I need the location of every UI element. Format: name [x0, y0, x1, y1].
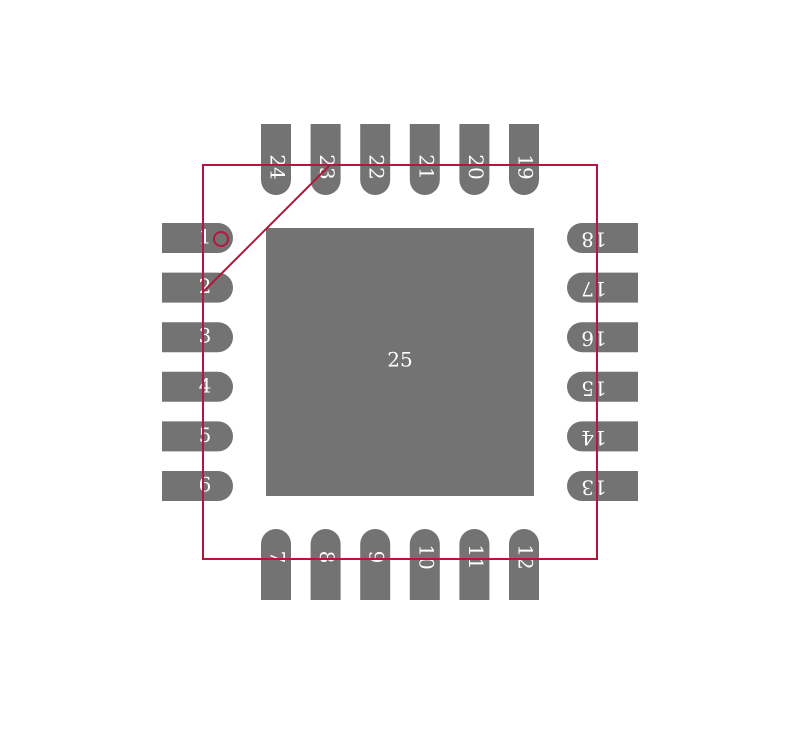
- thermal-pad-label: 25: [387, 348, 412, 372]
- pin-pad-24: [261, 124, 291, 195]
- pin-label-5: 5: [199, 423, 212, 447]
- pin-pad-17: [567, 272, 638, 303]
- pin-pad-16: [567, 322, 638, 353]
- pin-label-24: 24: [266, 154, 290, 179]
- pin-label-19: 19: [514, 154, 538, 179]
- pin-label-6: 6: [199, 473, 212, 497]
- pin-pad-7: [261, 529, 291, 600]
- pin-label-12: 12: [514, 544, 538, 569]
- pads-left-row: 1 2 3 4 5 6: [162, 223, 233, 501]
- pin-pad-18: [567, 223, 638, 253]
- pin-label-22: 22: [365, 154, 389, 179]
- pin-pad-1: [162, 223, 233, 253]
- pin-label-10: 10: [414, 544, 438, 569]
- pin-pad-8: [310, 529, 341, 600]
- pin-pad-20: [459, 124, 490, 196]
- body-outline: [202, 164, 598, 560]
- pin-pad-3: [162, 322, 233, 353]
- pin-label-21: 21: [414, 154, 438, 179]
- pin-label-18: 18: [581, 228, 606, 252]
- pin-label-8: 8: [315, 551, 339, 564]
- pin-label-14: 14: [581, 426, 606, 450]
- pin-pad-19: [509, 124, 539, 195]
- pin-label-3: 3: [199, 324, 212, 348]
- pads-bottom-row: 7 8 9 10 11 12: [261, 529, 539, 600]
- pin-pad-11: [459, 529, 490, 600]
- pin1-chamfer-line: [202, 164, 331, 293]
- pin-pad-10: [409, 529, 440, 600]
- pin-pad-12: [509, 529, 539, 600]
- pin-pad-21: [409, 124, 440, 196]
- pin-label-9: 9: [365, 551, 389, 564]
- pin-label-7: 7: [266, 551, 290, 564]
- thermal-pad: [266, 228, 534, 496]
- pin-pad-6: [162, 471, 233, 501]
- pin-pad-4: [162, 371, 233, 402]
- pin-label-16: 16: [581, 327, 606, 351]
- pin-pad-5: [162, 421, 233, 452]
- pin-pad-22: [360, 124, 391, 196]
- pin-pad-2: [162, 272, 233, 303]
- pin-label-20: 20: [464, 154, 488, 179]
- pads-right-row: 13 14 15 16 17 18: [567, 223, 638, 501]
- pin-label-2: 2: [199, 274, 212, 298]
- pin-label-1: 1: [199, 225, 212, 249]
- pin-label-4: 4: [199, 373, 212, 397]
- pin-label-11: 11: [464, 544, 488, 569]
- body-outline-rect: [202, 164, 598, 560]
- pin-pad-9: [360, 529, 391, 600]
- pin-pad-13: [567, 471, 638, 501]
- pin-label-15: 15: [581, 376, 606, 400]
- pin1-marker-circle: [213, 231, 229, 247]
- pin-label-13: 13: [581, 476, 606, 500]
- pin-pad-15: [567, 371, 638, 402]
- pin-label-17: 17: [581, 277, 606, 301]
- pin-pad-14: [567, 421, 638, 452]
